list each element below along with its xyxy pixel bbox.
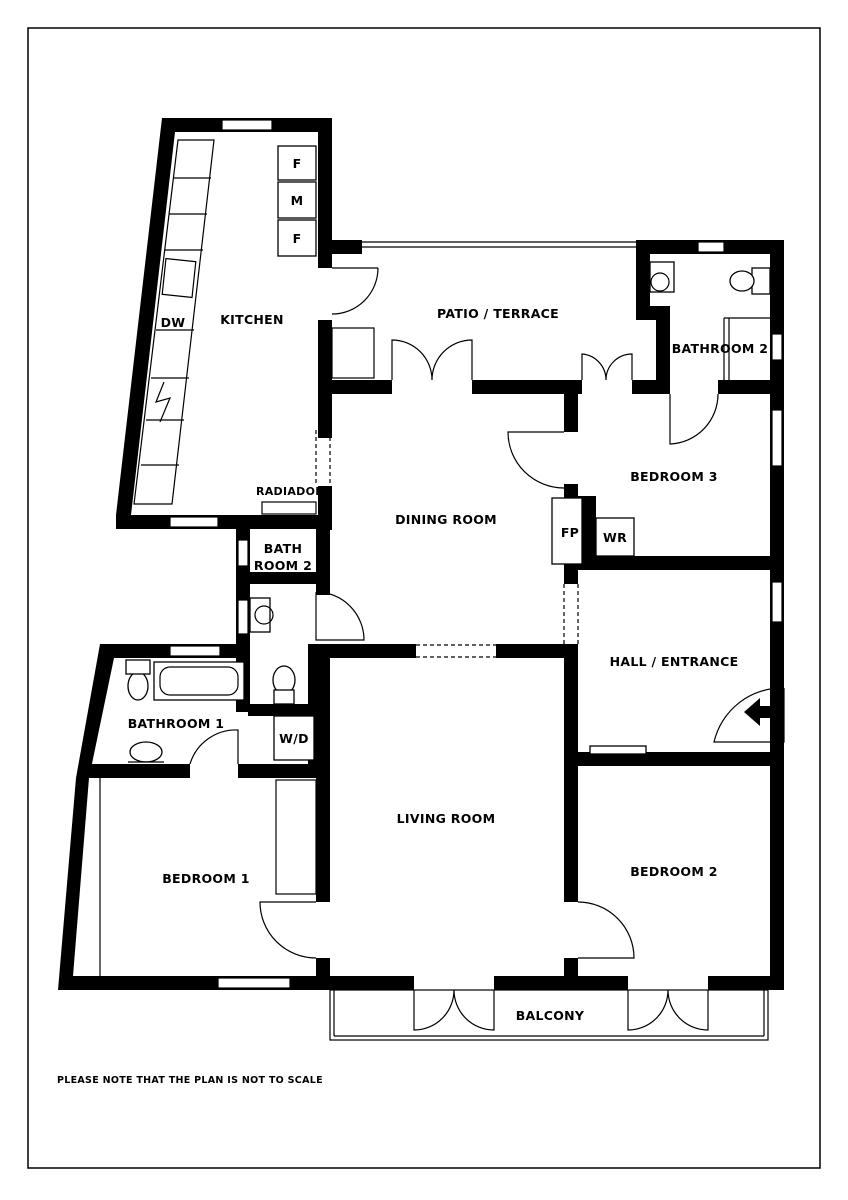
cooker-icon (154, 381, 172, 423)
bedroom2-walls (708, 766, 784, 990)
label-radiador: RADIADOR (256, 485, 324, 498)
bedroom2-balcony-door[interactable] (627, 989, 709, 1031)
bath1-basin (129, 741, 163, 763)
label-bath-room-2-line1: BATH (264, 541, 302, 556)
scale-note: PLEASE NOTE THAT THE PLAN IS NOT TO SCAL… (57, 1075, 323, 1086)
bathroom1-walls (76, 644, 322, 778)
label-hall-entrance: HALL / ENTRANCE (610, 654, 739, 669)
bathroom1-door[interactable] (189, 729, 239, 765)
bedroom3-door[interactable] (507, 431, 565, 489)
label-wr: WR (603, 530, 627, 545)
bathroom2-walls (636, 240, 784, 788)
label-balcony: BALCONY (516, 1008, 585, 1023)
label-bath-room-2-line2: ROOM 2 (254, 558, 312, 573)
basin (649, 261, 675, 293)
label-dw: DW (161, 315, 186, 330)
bath1-toilet (127, 671, 149, 701)
radiator (261, 501, 317, 515)
living-walls (316, 658, 628, 990)
wardrobe (595, 517, 635, 557)
small-bath-door[interactable] (315, 591, 365, 641)
bedroom1-walls (58, 764, 332, 990)
living-balcony-door[interactable] (413, 989, 495, 1031)
label-bathroom-1: BATHROOM 1 (128, 716, 225, 731)
patio-door-2[interactable] (581, 353, 633, 381)
small-basin (249, 597, 271, 633)
entrance-door[interactable] (713, 687, 785, 743)
label-living-room: LIVING ROOM (397, 811, 496, 826)
hall-radiator (589, 745, 647, 755)
label-fridge-1: F (293, 156, 302, 171)
label-wd: W/D (279, 731, 309, 746)
bathtub (153, 661, 245, 701)
label-bedroom-1: BEDROOM 1 (162, 871, 250, 886)
page-frame (27, 27, 821, 1169)
kitchen-window (221, 119, 273, 131)
label-patio: PATIO / TERRACE (437, 306, 559, 321)
kitchen-counter (133, 139, 215, 505)
label-bathroom-2: BATHROOM 2 (672, 341, 769, 356)
patio-double-door[interactable] (391, 339, 473, 381)
label-microwave: M (291, 193, 304, 208)
fireplace (551, 497, 583, 565)
patio-walls (318, 240, 670, 438)
label-bedroom-2: BEDROOM 2 (630, 864, 718, 879)
hall-walls (564, 644, 784, 768)
label-dining-room: DINING ROOM (395, 512, 497, 527)
label-bedroom-3: BEDROOM 3 (630, 469, 718, 484)
label-fridge-2: F (293, 231, 302, 246)
arrow-left-icon (744, 698, 774, 726)
kitchen-window-bottom (169, 516, 219, 528)
microwave-unit (277, 181, 317, 219)
bathroom2-door[interactable] (669, 393, 719, 445)
toilet (751, 267, 771, 295)
bedroom1-wardrobe (275, 779, 317, 895)
fridge-unit-2 (277, 219, 317, 257)
patio-planter (331, 327, 375, 379)
bedroom2-door[interactable] (577, 901, 635, 959)
label-fp: FP (561, 525, 579, 540)
fridge-unit-1 (277, 145, 317, 181)
balcony-rail (329, 989, 769, 1041)
washer-dryer (273, 715, 315, 761)
sink (161, 257, 197, 299)
label-kitchen: KITCHEN (220, 312, 284, 327)
bedroom1-door[interactable] (259, 901, 317, 959)
kitchen-patio-door[interactable] (331, 267, 379, 315)
